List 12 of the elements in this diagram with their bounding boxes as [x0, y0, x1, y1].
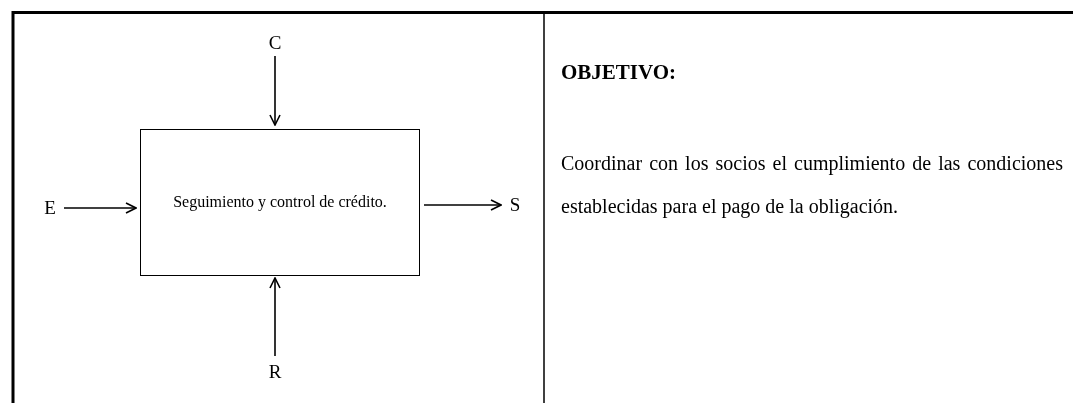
arrow: [269, 277, 281, 357]
flow-label: R: [268, 360, 282, 385]
arrow: [423, 199, 502, 211]
flow-label: S: [509, 193, 521, 218]
objective-paragraph: Coordinar con los socios el cumplimiento de las condiciones establecidas para el pago de la obligación.: [561, 151, 1063, 220]
section-heading: OBJETIVO:: [561, 60, 678, 86]
arrow: [269, 55, 281, 126]
process-box: [140, 129, 420, 276]
arrow: [63, 202, 137, 214]
flow-label: E: [44, 196, 56, 221]
process-label: Seguimiento y control de crédito.: [172, 192, 388, 213]
flow-label: C: [268, 31, 282, 56]
